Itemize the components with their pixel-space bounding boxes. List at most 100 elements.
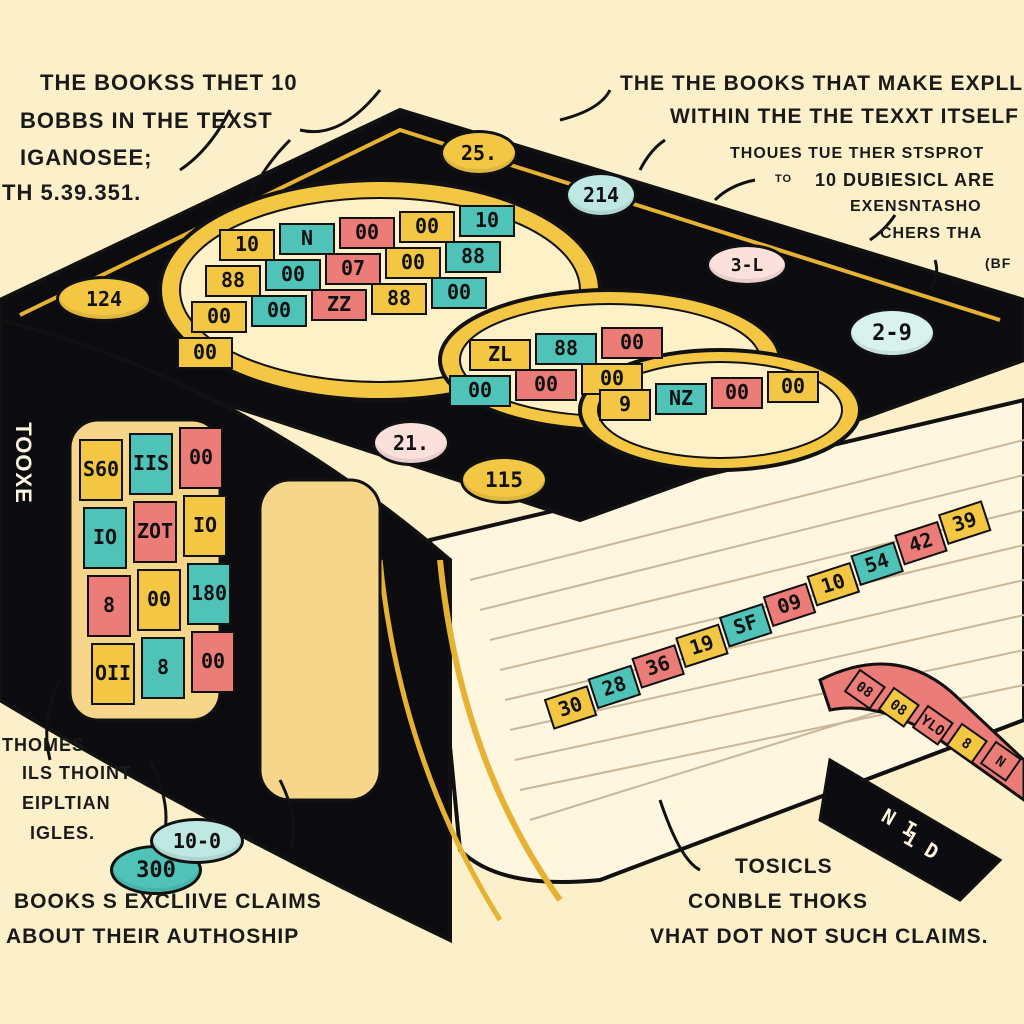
panel1-cells-cell-label: 00 — [281, 262, 305, 286]
panel1-cells-cell-label: 00 — [401, 250, 425, 274]
spine-cells-cell-label: 8 — [157, 655, 169, 679]
number-badge: 3-L — [706, 244, 788, 286]
label-bottom-right-1: TOSICLS — [735, 855, 833, 878]
panel3-cells-cell — [599, 389, 651, 421]
label-top-left-4: TH 5.39.351. — [2, 180, 142, 205]
spine-band-1 — [258, 478, 382, 802]
panel1-cells-cell — [431, 277, 487, 309]
panel2-cells-cell-label: 00 — [534, 372, 558, 396]
number-badge: 21. — [372, 420, 450, 466]
panel1-cells-cell-label: 00 — [207, 304, 231, 328]
strip-cells-cell — [631, 644, 685, 689]
panel1-cells-cell-label: N — [301, 226, 313, 250]
ribbon-pink-cell — [945, 722, 988, 764]
panel3-cells-cell — [711, 377, 763, 409]
label-top-right-small: TO — [775, 173, 793, 185]
spine-gold-curve-2 — [377, 559, 503, 922]
label-left-3: EIPLTIAN — [22, 793, 111, 813]
panel1-cells-cell-label: 10 — [475, 208, 499, 232]
label-top-left-3: IGANOSEE; — [20, 145, 153, 170]
number-badge: 214 — [565, 172, 637, 218]
panel3-cells-cell-label: 00 — [725, 380, 749, 404]
spine-cells-cell-label: 00 — [189, 445, 213, 469]
panel1-cells-cell — [459, 205, 515, 237]
panel1-cells-cell-label: 10 — [235, 232, 259, 256]
label-top-right-5: EXENSNTASHO — [850, 198, 982, 215]
strip-cells-cell — [762, 582, 817, 628]
label-bottom-left-2: ABOUT THEIR AUTHOSHIP — [6, 925, 300, 948]
panel1-cells-cell — [371, 283, 427, 315]
panel1-cells-cell — [399, 211, 455, 243]
spine-cells-cell — [183, 495, 227, 557]
ribbon-pink-cell-label: 08 — [887, 697, 910, 720]
spine-cells-cell — [191, 631, 235, 693]
panel3-cells-cell — [655, 383, 707, 415]
panel1-cells-cell — [191, 301, 247, 333]
panel2-cells-cell — [515, 369, 577, 401]
panel1-cells-cell-label: 00 — [447, 280, 471, 304]
spine-cells-cell-label: 00 — [201, 649, 225, 673]
ribbon-pink-cell — [911, 704, 954, 746]
panel2-cells-cell-label: 00 — [600, 366, 624, 390]
ribbon-pink-cell — [979, 740, 1022, 782]
panel2-cells-cell-label: 00 — [620, 330, 644, 354]
panel1-cells-cell — [311, 289, 367, 321]
number-badge: 10-0 — [150, 818, 244, 864]
panel2-cells-cell — [535, 333, 597, 365]
panel1-cells-cell — [279, 223, 335, 255]
number-badge: 115 — [460, 456, 548, 504]
callout-arrows — [45, 89, 939, 872]
spine-cells-cell-label: IIS — [133, 451, 169, 475]
spine-cells-cell — [137, 569, 181, 631]
cover-gold-trim — [19, 127, 1001, 322]
panel2-cells-cell — [601, 327, 663, 359]
number-badge: 2-9 — [848, 308, 936, 358]
label-bottom-right-3: VHAT DOT NOT SUCH CLAIMS. — [650, 925, 989, 948]
panel2-cells-cell-label: 88 — [554, 336, 578, 360]
panel1-cells-cell — [339, 217, 395, 249]
label-left-1: THOMES — [2, 735, 86, 755]
label-top-right-2: WITHIN THE THE TEXXT ITSELF — [670, 105, 1019, 128]
panel1-cells-cell — [265, 259, 321, 291]
panel1-cells-cell-label: 88 — [221, 268, 245, 292]
strip-cells-cell — [718, 602, 773, 648]
ribbon-pink-cell-label: 08 — [853, 679, 876, 702]
panel1-cells-cell-label: 00 — [193, 340, 217, 364]
spine-cells-cell-label: IO — [93, 525, 117, 549]
strip-cells-cell — [806, 561, 861, 607]
label-top-right-3: THOUES TUE THER STSPROT — [730, 145, 985, 162]
label-top-right-4: 10 DUBIESICL ARE — [815, 170, 996, 190]
spine-cells-cell — [133, 501, 177, 563]
strip-cells-cell — [937, 500, 992, 545]
panel1-cells-cell-label: ZZ — [327, 292, 351, 316]
label-top-left-2: BOBBS IN THE TEXST — [20, 108, 273, 133]
panel1-cells-cell — [251, 295, 307, 327]
panel1-cells-cell — [219, 229, 275, 261]
spine-cells-cell — [141, 637, 185, 699]
spine-cells-cell-label: S60 — [83, 457, 119, 481]
panel1-cells-cell-label: 00 — [355, 220, 379, 244]
panel1-cells-cell — [445, 241, 501, 273]
panel2-cells-cell — [469, 339, 531, 371]
number-badge: 25. — [440, 130, 518, 176]
ribbon-pink-cell — [843, 668, 886, 710]
panel1-cells-cell-label: 00 — [415, 214, 439, 238]
panel2-cells-cell — [449, 375, 511, 407]
spine-cells-cell-label: 00 — [147, 587, 171, 611]
label-top-right-7: (BF — [985, 255, 1012, 271]
panel1-cells-cell — [205, 265, 261, 297]
panel2-cells-cell-label: 00 — [468, 378, 492, 402]
panel1-cells-cell-label: 07 — [341, 256, 365, 280]
label-left-2: ILS THOINT — [22, 763, 132, 783]
strip-cells-cell — [543, 685, 598, 730]
ribbon-black — [818, 757, 1003, 902]
strip-cells-cell — [675, 623, 729, 669]
spine-cells-cell — [91, 643, 135, 705]
strip-cells-cell — [850, 541, 904, 587]
spine-cells-cell-label: ZOT — [137, 519, 173, 543]
